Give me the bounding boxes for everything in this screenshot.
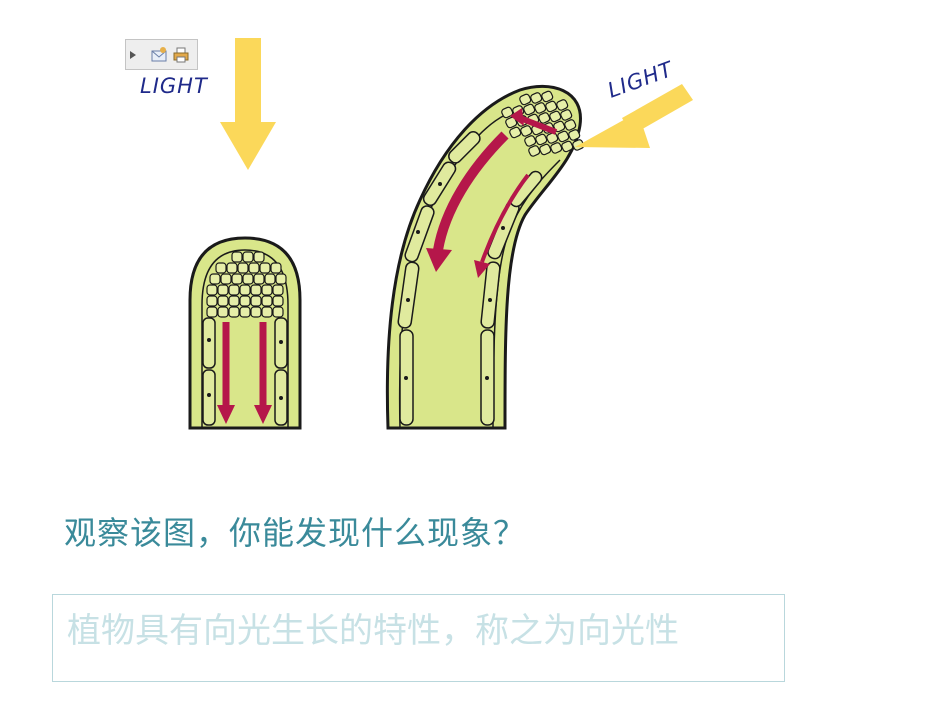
cell <box>520 125 533 137</box>
cell <box>539 143 552 156</box>
cell <box>549 110 562 123</box>
cell <box>217 295 229 307</box>
print-icon[interactable] <box>172 46 190 64</box>
cell <box>220 273 232 285</box>
cell <box>242 273 254 285</box>
cell <box>217 284 229 296</box>
cell <box>541 90 554 103</box>
cell <box>231 273 243 285</box>
cell <box>253 251 265 263</box>
cell <box>272 306 284 318</box>
light-arrow-down-icon <box>220 38 276 170</box>
cell <box>242 251 254 263</box>
cell <box>217 306 229 318</box>
cell <box>250 295 262 307</box>
question-text: 观察该图，你能发现什么现象？ <box>64 514 527 552</box>
cell <box>250 284 262 296</box>
cell <box>239 284 251 296</box>
cell <box>239 295 251 307</box>
cell <box>261 306 273 318</box>
cell <box>557 130 570 143</box>
cell <box>564 119 577 131</box>
arrow-icon[interactable] <box>128 46 146 64</box>
cell <box>519 93 532 106</box>
cell <box>546 132 559 144</box>
cell <box>228 306 240 318</box>
light-label-left: LIGHT <box>140 74 209 98</box>
cell <box>545 100 558 113</box>
cell <box>261 284 273 296</box>
cell <box>275 273 287 285</box>
cell <box>209 273 221 285</box>
bending-shoot <box>385 84 585 430</box>
toolbar <box>125 39 198 70</box>
cell <box>248 262 260 274</box>
light-arrow-diagonal-icon <box>575 84 693 148</box>
cell <box>528 145 541 157</box>
cell <box>206 284 218 296</box>
cell <box>501 106 514 119</box>
cell <box>250 306 262 318</box>
cell <box>239 306 251 318</box>
cell <box>261 295 273 307</box>
cell <box>272 295 284 307</box>
cell <box>530 92 543 104</box>
cell <box>550 142 563 154</box>
cell <box>524 135 537 147</box>
straight-shoot <box>188 236 302 430</box>
cell <box>206 306 218 318</box>
cell <box>215 262 227 274</box>
auxin-arrow-icon <box>426 108 558 278</box>
cell <box>561 140 574 153</box>
cell <box>259 262 271 274</box>
cell <box>264 273 276 285</box>
cell <box>272 284 284 296</box>
cell <box>228 284 240 296</box>
cell <box>228 295 240 307</box>
answer-text: 植物具有向光生长的特性，称之为向光性 <box>67 611 679 651</box>
cell <box>226 262 238 274</box>
cell <box>568 129 581 141</box>
email-icon[interactable] <box>150 46 168 64</box>
cell <box>237 262 249 274</box>
cell <box>534 102 547 114</box>
cell <box>523 103 536 116</box>
cell <box>556 99 569 111</box>
cell <box>560 109 573 121</box>
cell <box>538 112 551 124</box>
cell <box>253 273 265 285</box>
cell <box>509 126 522 139</box>
cell <box>535 133 548 146</box>
cell <box>231 251 243 263</box>
cell <box>206 295 218 307</box>
answer-box[interactable]: 植物具有向光生长的特性，称之为向光性 <box>52 594 785 682</box>
auxin-arrow-icon <box>217 322 272 424</box>
cell <box>270 262 282 274</box>
cell <box>505 116 518 129</box>
